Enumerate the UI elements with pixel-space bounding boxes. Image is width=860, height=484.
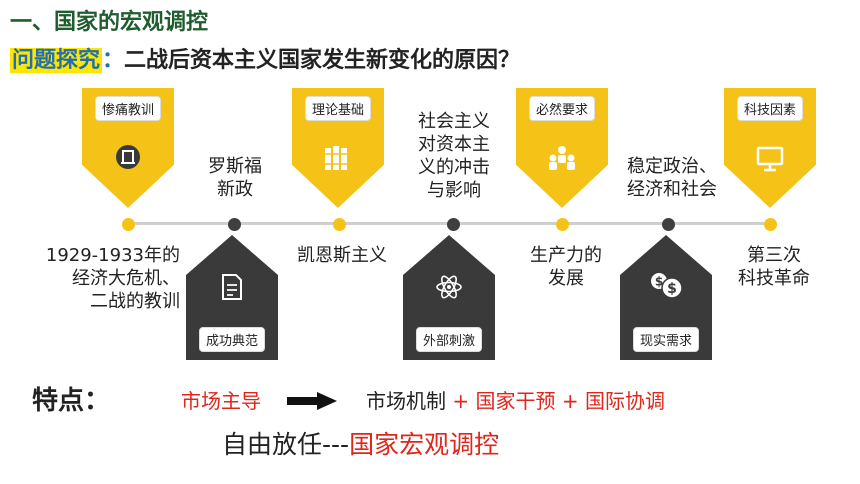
card-requirement: 必然要求 bbox=[516, 88, 608, 208]
timeline-dot-3 bbox=[333, 218, 346, 231]
card-need: $ $ 现实需求 bbox=[620, 235, 712, 360]
atom-icon bbox=[436, 275, 462, 299]
features-label: 特点： bbox=[32, 386, 111, 416]
books-icon bbox=[325, 146, 347, 170]
label-keynesian-text: 凯恩斯主义 bbox=[297, 245, 387, 266]
card-stimulus: 外部刺激 bbox=[403, 235, 495, 360]
arrow-right-icon bbox=[287, 392, 337, 410]
feature-market: 市场机制 bbox=[366, 389, 446, 413]
label-crisis-text: 1929-1933年的 经济大危机、 二战的教训 bbox=[45, 245, 180, 312]
money-icon: $ $ bbox=[651, 273, 683, 299]
card-theory: 理论基础 bbox=[292, 88, 384, 208]
card-technology: 科技因素 bbox=[724, 88, 816, 208]
label-stability: 稳定政治、 经济和社会 bbox=[612, 155, 732, 201]
label-tech-revolution: 第三次 科技革命 bbox=[724, 244, 824, 290]
question-line: 问题探究：二战后资本主义国家发生新变化的原因？ bbox=[10, 42, 520, 74]
tag-theory: 理论基础 bbox=[304, 96, 372, 121]
feature-intervention: 国家干预 bbox=[475, 389, 556, 413]
label-socialism-text: 社会主义 对资本主 义的冲击 与影响 bbox=[418, 111, 490, 201]
label-new-deal: 罗斯福 新政 bbox=[196, 155, 274, 201]
feature-macro-control: 国家宏观调控 bbox=[349, 430, 500, 459]
section-title: 一、国家的宏观调控 bbox=[10, 10, 209, 35]
timeline-dot-5 bbox=[556, 218, 569, 231]
plus-2: + bbox=[561, 389, 579, 413]
monitor-icon bbox=[756, 146, 784, 172]
svg-text:$: $ bbox=[655, 275, 663, 289]
label-new-deal-text: 罗斯福 新政 bbox=[208, 156, 262, 200]
question-colon: ： bbox=[102, 48, 125, 73]
tag-lesson: 惨痛教训 bbox=[94, 96, 162, 121]
timeline-dot-2 bbox=[228, 218, 241, 231]
feature-to: 市场机制 + 国家干预 + 国际协调 bbox=[366, 385, 665, 414]
document-icon bbox=[222, 274, 242, 300]
timeline-dot-1 bbox=[122, 218, 135, 231]
label-productivity-text: 生产力的 发展 bbox=[530, 245, 602, 289]
feature-laissez-faire: 自由放任--- bbox=[222, 430, 350, 459]
tag-requirement: 必然要求 bbox=[528, 96, 596, 121]
card-model: 成功典范 bbox=[186, 235, 278, 360]
label-socialism: 社会主义 对资本主 义的冲击 与影响 bbox=[402, 110, 506, 202]
timeline-dot-4 bbox=[447, 218, 460, 231]
label-keynesian: 凯恩斯主义 bbox=[282, 244, 402, 267]
tag-stimulus: 外部刺激 bbox=[415, 327, 483, 352]
feature-line2: 自由放任---国家宏观调控 bbox=[222, 425, 499, 461]
label-productivity: 生产力的 发展 bbox=[516, 244, 616, 290]
timeline-dot-6 bbox=[662, 218, 675, 231]
label-tech-revolution-text: 第三次 科技革命 bbox=[738, 245, 810, 289]
label-stability-text: 稳定政治、 经济和社会 bbox=[627, 156, 717, 200]
feature-from: 市场主导 bbox=[181, 389, 261, 413]
svg-text:$: $ bbox=[667, 281, 677, 297]
label-crisis: 1929-1933年的 经济大危机、 二战的教训 bbox=[30, 244, 180, 313]
door-icon bbox=[116, 145, 140, 169]
tag-technology: 科技因素 bbox=[736, 96, 804, 121]
question-text: 二战后资本主义国家发生新变化的原因？ bbox=[124, 48, 521, 73]
question-highlight: 问题探究 bbox=[10, 48, 103, 73]
timeline-dot-7 bbox=[764, 218, 777, 231]
plus-1: + bbox=[452, 389, 470, 413]
people-icon bbox=[549, 146, 575, 170]
feature-coordination: 国际协调 bbox=[584, 389, 665, 413]
tag-model: 成功典范 bbox=[198, 327, 266, 352]
tag-need: 现实需求 bbox=[632, 327, 700, 352]
card-lesson: 惨痛教训 bbox=[82, 88, 174, 208]
